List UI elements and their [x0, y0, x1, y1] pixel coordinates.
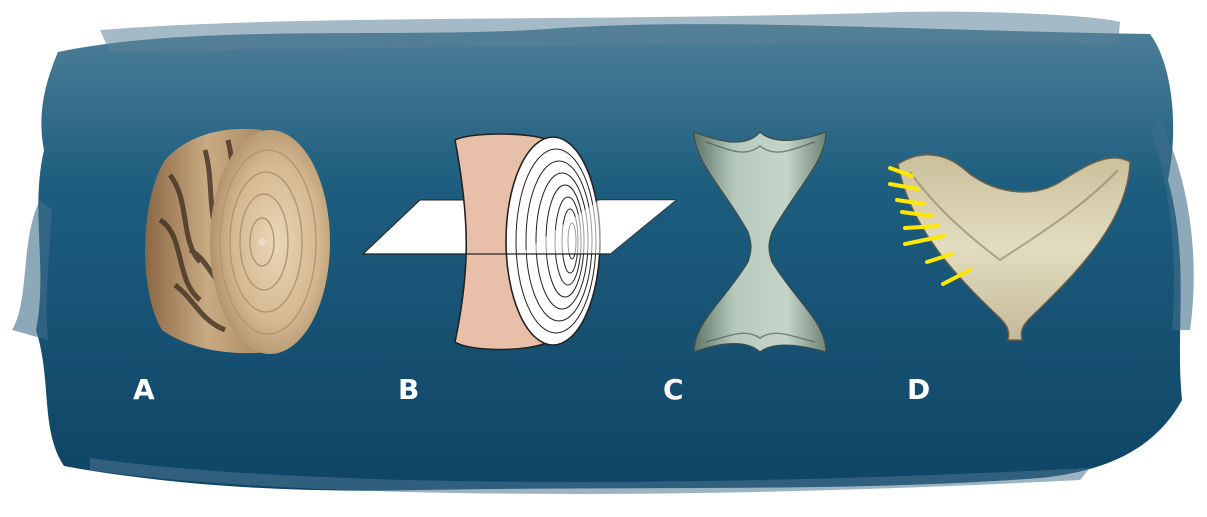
panel-label-a: A: [133, 376, 155, 404]
panel-label-b: B: [398, 376, 419, 404]
panel-label-d: D: [907, 376, 930, 404]
panel-label-c: C: [663, 376, 684, 404]
vertebra-cross-section: [145, 129, 330, 354]
